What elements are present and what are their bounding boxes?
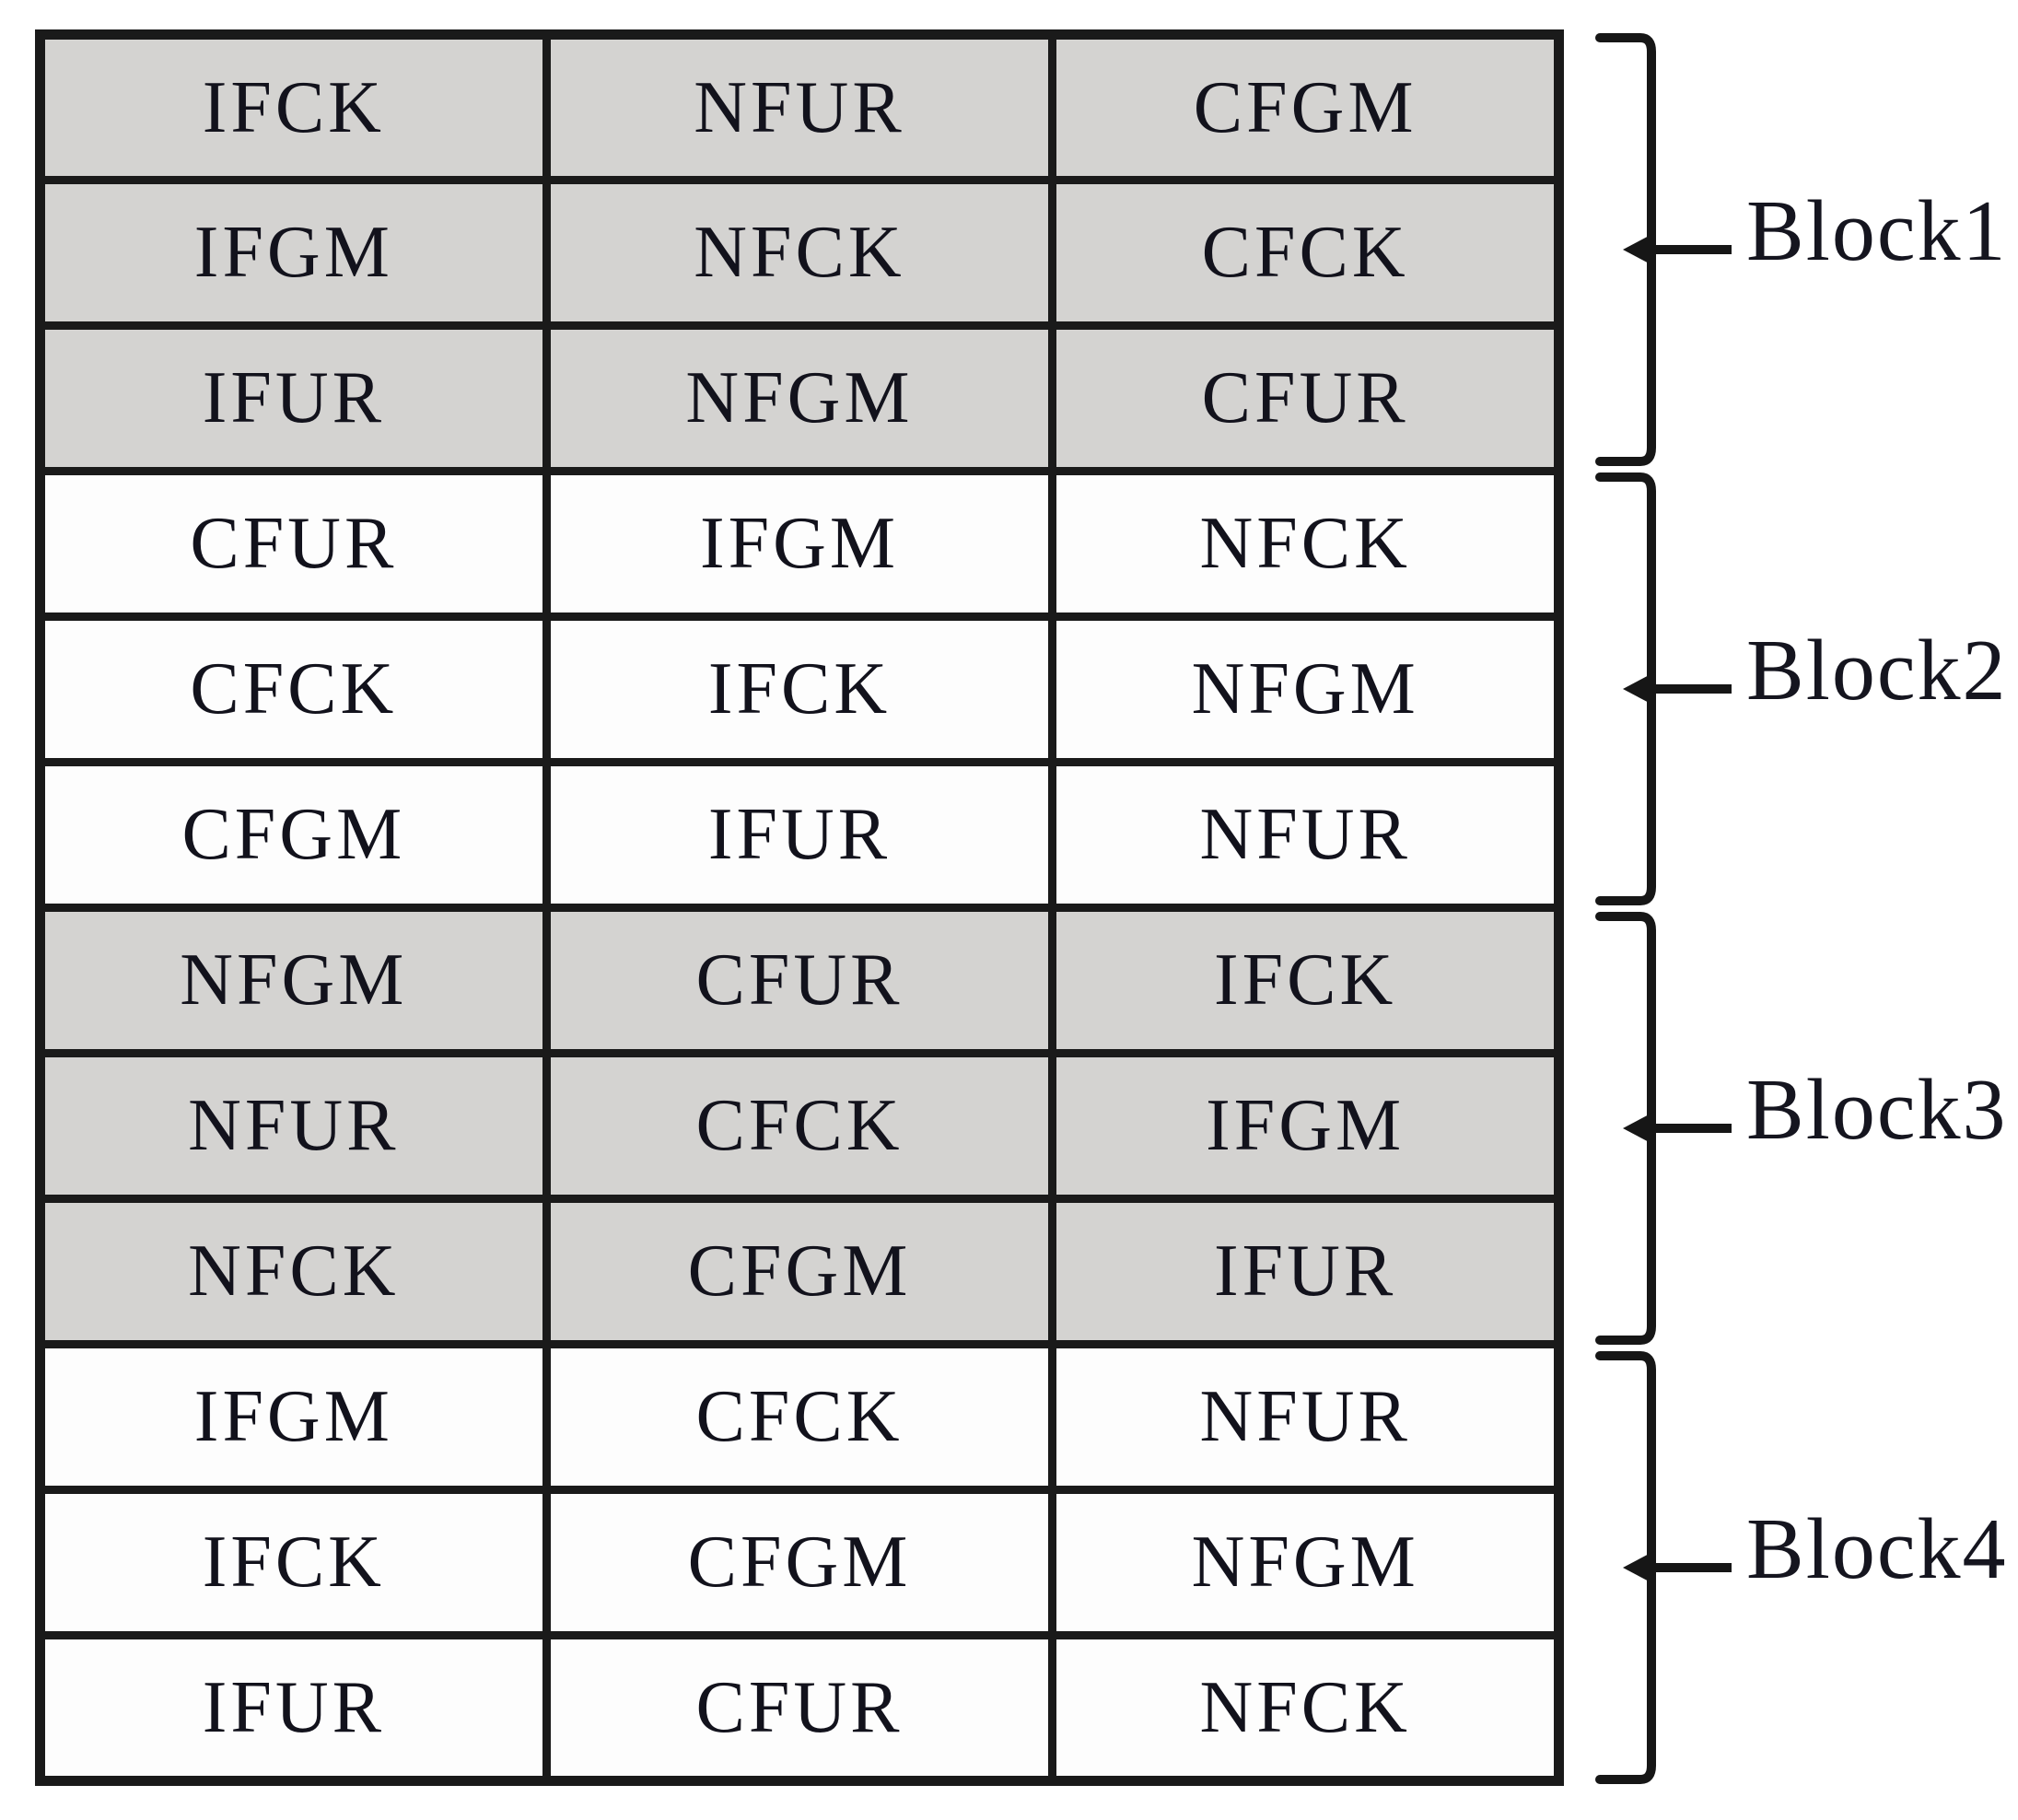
table-cell: IFGM [542, 467, 1057, 621]
table-cell: CFCK [36, 612, 551, 766]
table-cell: IFCK [542, 612, 1057, 766]
table-row: IFGM CFCK NFUR [36, 1340, 1563, 1494]
table-cell: NFCK [1048, 467, 1563, 621]
table-cell: IFGM [36, 1340, 551, 1494]
table-cell: NFUR [542, 30, 1057, 184]
table-cell: NFCK [36, 1195, 551, 1348]
table-cell: NFUR [1048, 758, 1563, 912]
block2-bracket-icon [1595, 472, 1732, 905]
table-cell: IFCK [36, 30, 551, 184]
block-design-table: IFCK NFUR CFGM IFGM NFCK CFCK IFUR NFGM … [35, 29, 1564, 1786]
table-row: NFGM CFUR IFCK [36, 904, 1563, 1057]
table-cell: CFUR [542, 904, 1057, 1057]
table-cell: CFGM [542, 1195, 1057, 1348]
table-cell: IFGM [36, 176, 551, 330]
table-cell: NFUR [36, 1049, 551, 1203]
table-cell: CFGM [1048, 30, 1563, 184]
block4-bracket-icon [1595, 1351, 1732, 1784]
table-row: IFCK CFGM NFGM [36, 1486, 1563, 1639]
table-cell: IFGM [1048, 1049, 1563, 1203]
table-cell: CFGM [542, 1486, 1057, 1639]
table-cell: NFCK [1048, 1631, 1563, 1785]
table-cell: NFGM [1048, 612, 1563, 766]
table-cell: CFUR [36, 467, 551, 621]
table-cell: CFCK [542, 1340, 1057, 1494]
table-row: NFCK CFGM IFUR [36, 1195, 1563, 1348]
table-row: IFGM NFCK CFCK [36, 176, 1563, 330]
table-cell: IFUR [542, 758, 1057, 912]
table-row: NFUR CFCK IFGM [36, 1049, 1563, 1203]
table-row: CFCK IFCK NFGM [36, 612, 1563, 766]
table-cell: NFGM [1048, 1486, 1563, 1639]
table-cell: IFCK [1048, 904, 1563, 1057]
table-cell: NFGM [36, 904, 551, 1057]
table-cell: CFUR [542, 1631, 1057, 1785]
block1-label: Block1 [1746, 183, 2008, 279]
block2-label: Block2 [1746, 623, 2008, 718]
table-cell: NFGM [542, 321, 1057, 475]
table-row: IFUR CFUR NFCK [36, 1631, 1563, 1785]
table-cell: CFUR [1048, 321, 1563, 475]
block-brackets [1595, 33, 1732, 1784]
table-cell: CFGM [36, 758, 551, 912]
table-row: CFUR IFGM NFCK [36, 467, 1563, 621]
table-cell: CFCK [542, 1049, 1057, 1203]
block3-bracket-icon [1595, 912, 1732, 1345]
table-cell: IFUR [36, 1631, 551, 1785]
block4-label: Block4 [1746, 1501, 2008, 1597]
table-cell: NFCK [542, 176, 1057, 330]
block3-label: Block3 [1746, 1062, 2008, 1158]
table-cell: IFCK [36, 1486, 551, 1639]
table-cell: IFUR [1048, 1195, 1563, 1348]
block1-bracket-icon [1595, 33, 1732, 466]
table-row: CFGM IFUR NFUR [36, 758, 1563, 912]
table-cell: CFCK [1048, 176, 1563, 330]
table-row: IFUR NFGM CFUR [36, 321, 1563, 475]
table-row: IFCK NFUR CFGM [36, 30, 1563, 184]
table-cell: IFUR [36, 321, 551, 475]
table-cell: NFUR [1048, 1340, 1563, 1494]
